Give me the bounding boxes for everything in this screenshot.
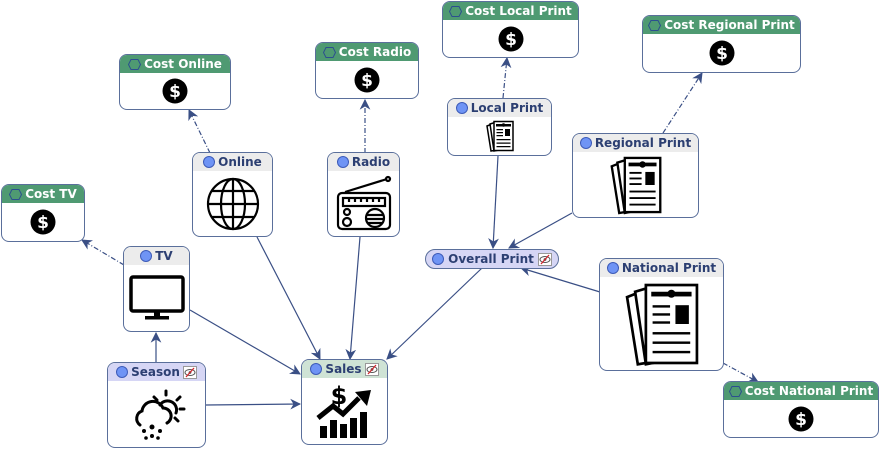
edge-online-sales xyxy=(256,236,321,360)
weather-icon xyxy=(134,389,185,440)
node-label: TV xyxy=(155,249,173,263)
edge-online-cost-online xyxy=(188,109,211,154)
node-label: Regional Print xyxy=(594,136,692,150)
node-label: Sales xyxy=(325,362,362,376)
node-online[interactable]: Online xyxy=(192,152,273,237)
node-overall-print[interactable]: Overall Print xyxy=(425,249,559,269)
node-cost-radio[interactable]: Cost Radio $ xyxy=(315,42,419,99)
dollar-icon: $ xyxy=(498,26,523,51)
globe-icon xyxy=(206,177,259,230)
dollar-icon: $ xyxy=(162,78,188,104)
node-label: Local Print xyxy=(470,101,544,115)
node-cost-online[interactable]: Cost Online $ xyxy=(119,54,231,110)
dollar-icon: $ xyxy=(354,67,380,92)
chance-dot-icon xyxy=(432,253,445,265)
television-icon xyxy=(128,275,185,320)
edge-tv-cost-tv xyxy=(81,239,125,266)
edge-localprint-overallprint xyxy=(488,155,499,250)
node-cost-local-print[interactable]: Cost Local Print $ xyxy=(442,1,579,58)
node-radio[interactable]: Radio xyxy=(327,152,400,237)
newspaper-icon xyxy=(485,120,514,152)
utility-hexagon-icon xyxy=(648,19,662,31)
utility-hexagon-icon xyxy=(322,46,336,58)
edge-season-sales xyxy=(205,398,302,410)
edge-regionalprint-overallprint xyxy=(508,212,573,249)
svg-text:$: $ xyxy=(505,30,517,50)
hidden-eye-icon[interactable] xyxy=(364,362,379,376)
newspaper-icon xyxy=(609,156,661,214)
utility-hexagon-icon xyxy=(9,188,23,200)
chance-dot-icon xyxy=(579,137,592,149)
node-season[interactable]: Season xyxy=(107,362,206,448)
utility-hexagon-icon xyxy=(728,385,742,397)
node-cost-tv[interactable]: Cost TV $ xyxy=(1,184,85,242)
hidden-eye-icon[interactable] xyxy=(537,252,552,266)
newspaper-icon xyxy=(625,283,698,366)
node-label: Cost Local Print xyxy=(465,4,572,18)
node-label: Cost Online xyxy=(144,57,222,71)
node-national-print[interactable]: National Print xyxy=(599,258,724,371)
node-label: Online xyxy=(218,155,262,169)
radio-icon xyxy=(336,175,391,230)
chance-dot-icon xyxy=(116,366,129,378)
svg-text:$: $ xyxy=(795,410,807,430)
node-label: Season xyxy=(131,365,180,379)
utility-hexagon-icon xyxy=(449,5,463,17)
svg-text:$: $ xyxy=(169,82,181,102)
edge-localprint-cost-localprint xyxy=(500,56,512,99)
node-label: Overall Print xyxy=(448,252,534,266)
node-label: Cost Radio xyxy=(338,45,412,59)
node-label: Cost Regional Print xyxy=(664,18,795,32)
chance-dot-icon xyxy=(203,156,216,168)
hidden-eye-icon[interactable] xyxy=(182,365,197,379)
edge-radio-sales xyxy=(345,236,361,361)
chance-dot-icon xyxy=(140,250,153,262)
edge-nationalprint-overallprint xyxy=(519,265,601,293)
chance-dot-icon xyxy=(310,363,323,375)
dollar-icon: $ xyxy=(788,406,814,431)
chance-dot-icon xyxy=(606,262,619,274)
node-regional-print[interactable]: Regional Print xyxy=(572,133,699,218)
svg-text:$: $ xyxy=(37,213,49,233)
dollar-icon: $ xyxy=(709,40,734,66)
node-label: Cost TV xyxy=(25,187,77,201)
node-cost-regional-print[interactable]: Cost Regional Print $ xyxy=(642,15,801,73)
edge-regionalprint-cost-regionalprint xyxy=(662,72,703,134)
edge-tv-sales xyxy=(189,309,301,375)
svg-text:$: $ xyxy=(330,382,347,410)
node-label: Cost National Print xyxy=(744,384,874,398)
sales-growth-icon: $ xyxy=(315,382,371,438)
node-label: National Print xyxy=(621,261,717,275)
utility-hexagon-icon xyxy=(128,58,142,70)
svg-text:$: $ xyxy=(361,71,373,91)
node-local-print[interactable]: Local Print xyxy=(447,98,552,156)
svg-text:$: $ xyxy=(716,44,728,64)
node-cost-national-print[interactable]: Cost National Print $ xyxy=(723,381,879,438)
node-tv[interactable]: TV xyxy=(123,246,190,332)
node-sales[interactable]: Sales $ xyxy=(301,359,388,445)
edge-nationalprint-cost-nationalprint xyxy=(722,362,759,383)
chance-dot-icon xyxy=(455,102,468,114)
node-label: Radio xyxy=(351,155,391,169)
edge-overallprint-sales xyxy=(386,267,483,360)
dollar-icon: $ xyxy=(30,209,56,235)
chance-dot-icon xyxy=(336,156,349,168)
